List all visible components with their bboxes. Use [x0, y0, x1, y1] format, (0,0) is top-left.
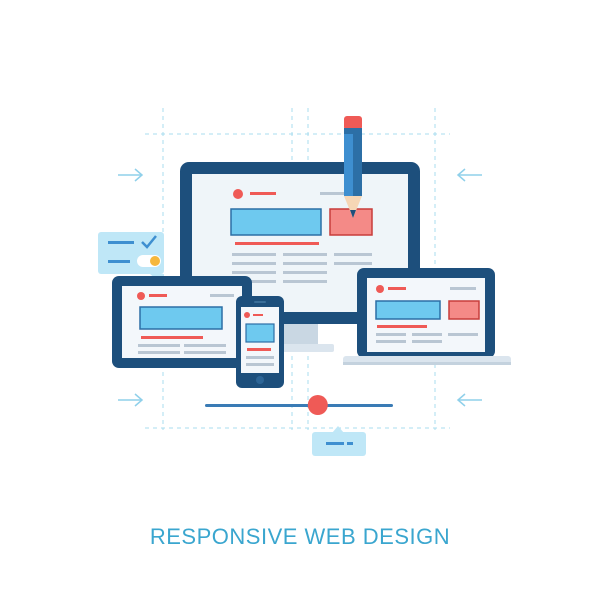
arrow-left-icon [456, 393, 482, 407]
toggle-check-bubble-icon [98, 232, 164, 286]
slider-handle-icon [205, 395, 393, 415]
arrow-right-icon [118, 168, 144, 182]
laptop [343, 268, 511, 365]
smartphone [236, 296, 284, 388]
tooltip-bubble [312, 426, 366, 456]
arrow-left-icon [456, 168, 482, 182]
arrow-right-icon [118, 393, 144, 407]
pencil-icon [344, 116, 362, 218]
tablet [112, 276, 252, 368]
caption-title: RESPONSIVE WEB DESIGN [149, 524, 451, 549]
